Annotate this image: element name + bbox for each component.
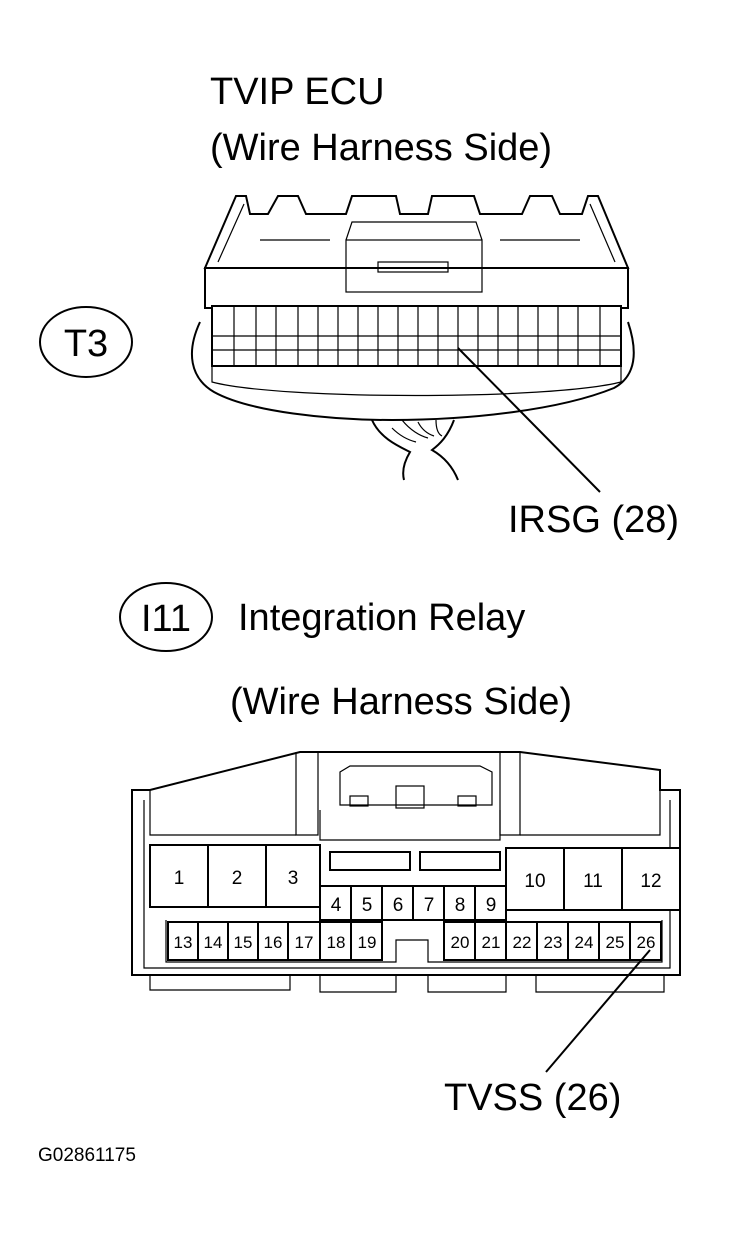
pin-13: 13 — [174, 933, 193, 952]
pin-18: 18 — [327, 933, 346, 952]
pin-21: 21 — [482, 933, 501, 952]
integration-relay-connector-drawing — [131, 751, 681, 993]
irsg-callout-label: IRSG (28) — [508, 499, 679, 541]
pin-8: 8 — [455, 895, 466, 916]
pin-3: 3 — [288, 868, 299, 889]
pin-labels: 1 2 3 4 5 6 7 8 9 10 11 12 13 14 15 16 1… — [174, 868, 662, 952]
pin-10: 10 — [524, 871, 545, 892]
pin-14: 14 — [204, 933, 223, 952]
connector-code-i11: I11 — [119, 582, 213, 652]
tvip-wire-harness-side-label: (Wire Harness Side) — [210, 127, 552, 169]
pin-25: 25 — [606, 933, 625, 952]
integration-relay-title: Integration Relay — [238, 597, 525, 639]
pin-4: 4 — [331, 895, 342, 916]
pin-9: 9 — [486, 895, 497, 916]
pin-6: 6 — [393, 895, 404, 916]
tvip-ecu-title: TVIP ECU — [210, 71, 385, 113]
irsg-leader-line — [457, 347, 601, 493]
figure-code: G02861175 — [38, 1145, 136, 1166]
connector-code-t3-label: T3 — [64, 323, 108, 365]
integration-relay-side-label: (Wire Harness Side) — [230, 681, 572, 723]
tvip-ecu-connector-drawing — [190, 195, 635, 481]
pin-16: 16 — [264, 933, 283, 952]
pin-2: 2 — [232, 868, 243, 889]
pin-26: 26 — [637, 933, 656, 952]
pin-20: 20 — [451, 933, 470, 952]
pin-7: 7 — [424, 895, 435, 916]
pin-11: 11 — [583, 871, 603, 892]
pin-23: 23 — [544, 933, 563, 952]
tvss-callout-label: TVSS (26) — [444, 1077, 621, 1119]
pin-5: 5 — [362, 895, 373, 916]
pin-15: 15 — [234, 933, 253, 952]
pin-19: 19 — [358, 933, 377, 952]
pin-24: 24 — [575, 933, 594, 952]
pin-22: 22 — [513, 933, 532, 952]
tvss-leader-line — [545, 949, 651, 1073]
connector-code-t3: T3 — [39, 306, 133, 378]
connector-code-i11-label: I11 — [141, 598, 191, 640]
pin-12: 12 — [640, 871, 661, 892]
pin-17: 17 — [295, 933, 314, 952]
pin-1: 1 — [174, 868, 185, 889]
